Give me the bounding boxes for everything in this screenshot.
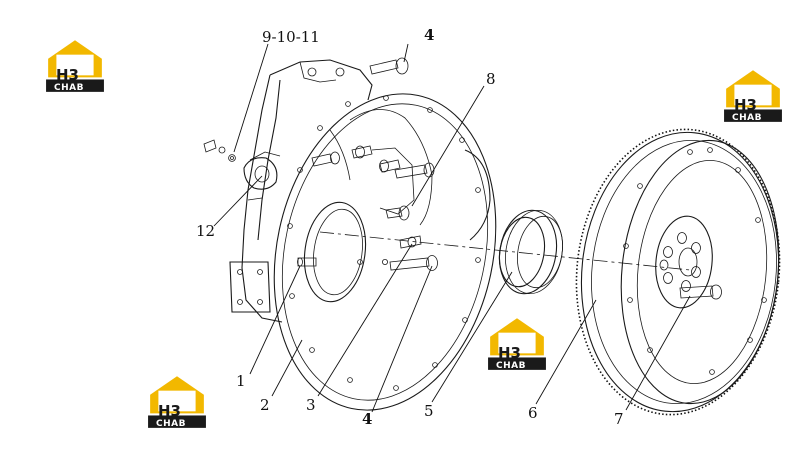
- brand-sub-text: CHAB: [156, 419, 186, 429]
- crankshaft-oil-seal: [498, 209, 563, 295]
- callout-9-10-11: 9-10-11: [262, 28, 320, 46]
- center-axis: [319, 231, 691, 271]
- leader-lines: [213, 43, 691, 413]
- brand-sub-text: CHAB: [732, 113, 762, 123]
- callout-12: 12: [196, 222, 215, 240]
- brand-mark-text: H3: [158, 402, 181, 420]
- callout-6: 6: [528, 404, 538, 422]
- callout-7: 7: [614, 410, 624, 428]
- flywheel-assembly: [575, 128, 781, 416]
- callout-8: 8: [486, 70, 496, 88]
- inspection-cover-12: [203, 139, 278, 190]
- brand-sub-text: CHAB: [496, 361, 526, 371]
- brand-mark-text: H3: [734, 96, 757, 114]
- callout-4-top: 4: [424, 26, 434, 44]
- callout-4-bottom: 4: [362, 410, 372, 428]
- callout-1: 1: [236, 372, 246, 390]
- callout-5: 5: [424, 402, 434, 420]
- brand-mark-text: H3: [56, 66, 79, 84]
- housing-bolts: [297, 57, 438, 271]
- callout-2: 2: [260, 396, 270, 414]
- brand-logo-bottom-left: H3 CHAB: [148, 376, 206, 429]
- flywheel-housing: [229, 59, 497, 411]
- callout-labels: 9-10-11 4 8 12 1 2 3 4 5 6 7: [196, 26, 624, 428]
- brand-logo-top-right: H3 CHAB: [724, 70, 782, 123]
- callout-3: 3: [306, 396, 316, 414]
- brand-sub-text: CHAB: [54, 83, 84, 93]
- brand-logo-top-left: H3 CHAB: [46, 40, 104, 93]
- brand-logo-center: H3 CHAB: [488, 318, 546, 371]
- brand-mark-text: H3: [498, 344, 521, 362]
